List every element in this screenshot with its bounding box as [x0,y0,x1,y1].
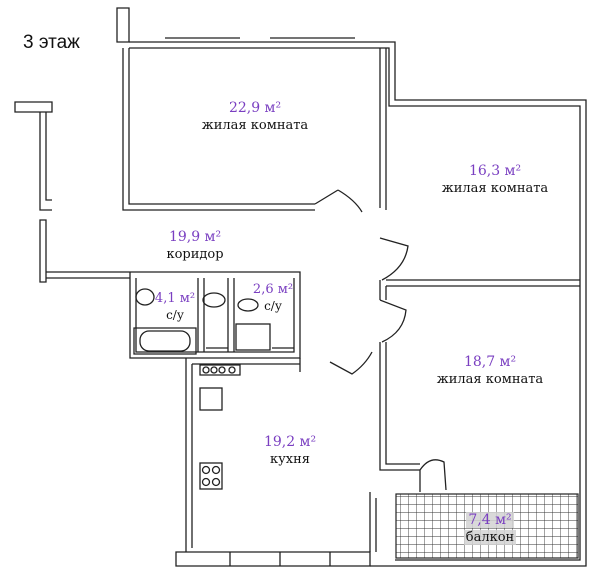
burner [228,366,236,374]
room-corridor-label: 19,9 м² коридор [140,229,250,263]
burner [210,366,218,374]
room-name: с/у [166,308,184,322]
bathtub [133,327,197,355]
room-balcony-label: 7,4 м² балкон [455,512,525,546]
floor-label: 3 этаж [23,32,80,53]
room-living-3-label: 18,7 м² жилая комната [415,354,565,388]
wall-stub [116,7,130,43]
room-area: 19,2 м² [263,434,317,450]
wall-room3 [379,342,420,471]
room-area: 22,9 м² [228,100,282,116]
door-balcony [419,459,447,492]
room-living-1-label: 22,9 м² жилая комната [190,100,320,134]
sink-kitchen [199,387,223,411]
room-name: коридор [166,247,224,262]
room-name: кухня [270,452,310,467]
balcony-area-value: 7,4 м² [466,512,514,528]
sink-1 [135,288,155,306]
room-name: балкон [455,529,525,546]
room-name: жилая комната [201,118,309,133]
wall-corridor-bottom [46,271,130,279]
room-living-2-label: 16,3 м² жилая комната [420,163,570,197]
outer-wall-bottom [175,551,371,567]
bathtub-inner [139,330,191,352]
bath-partition [197,278,235,352]
toilet-2 [237,298,259,312]
room-name: с/у [264,299,282,313]
wall-left [39,112,52,211]
room-bath-1-label: 4,1 м² с/у [150,290,200,324]
room-name: жилая комната [441,181,549,196]
stove-top [199,364,241,376]
wall-room1-inner [128,48,315,205]
wall-kitchen-top [192,358,301,372]
wall-jamb [379,280,387,300]
door-room2 [379,237,409,281]
bath-block-inner [135,278,295,353]
window-bottom [229,552,331,566]
room-bath-2-label: 2,6 м² с/у [250,281,296,315]
wall-kitchen-left [185,358,193,552]
room-kitchen-label: 19,2 м² кухня [240,434,340,468]
wall-balcony-left [369,492,377,552]
room-area: 7,4 м² [455,512,525,529]
room-area: 18,7 м² [463,354,517,370]
room-area: 19,9 м² [168,229,222,245]
wall-divider [386,279,580,287]
outer-wall [129,41,587,567]
outer-wall-inner [129,47,581,561]
wall-room1-right [379,48,387,210]
shower [235,323,271,351]
toilet-1 [202,292,226,308]
burner [202,366,210,374]
burner [218,366,226,374]
wall-stub-left [14,101,53,113]
balcony-name-value: балкон [463,530,517,545]
door-room1 [314,189,363,213]
room-name: жилая комната [436,372,544,387]
room-area: 4,1 м² [154,291,196,306]
door-kitchen [329,351,373,375]
wall-room1 [122,48,315,211]
door-room3 [379,299,407,343]
stove [199,462,223,490]
room-area: 2,6 м² [252,282,294,297]
room-area: 16,3 м² [468,163,522,179]
wall-left-lower [39,219,47,283]
